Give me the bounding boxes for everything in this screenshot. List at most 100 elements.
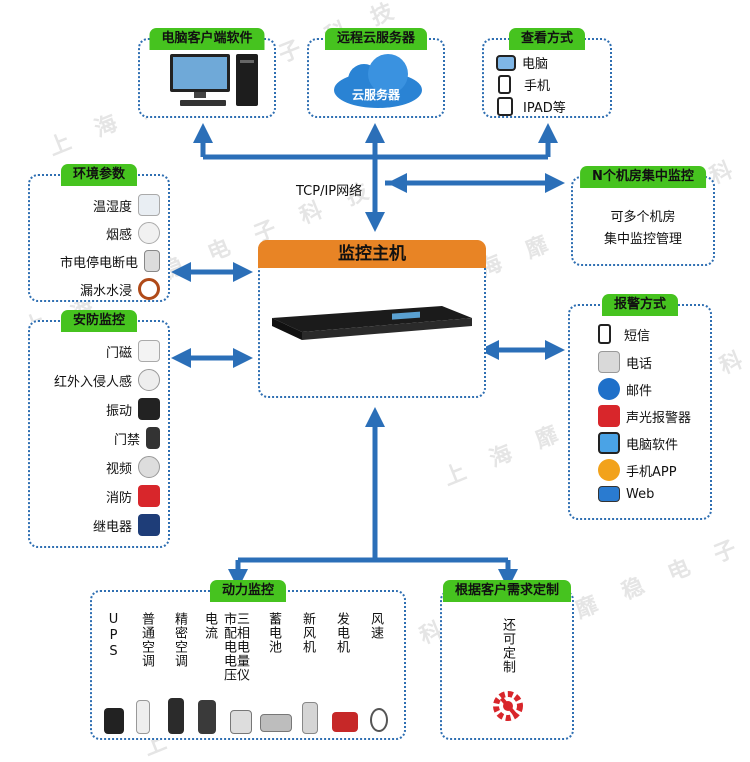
access-control-icon [146, 427, 160, 449]
view-item: 手机 [498, 75, 550, 94]
water-leak-sensor-icon [138, 278, 160, 300]
custom-panel: 根据客户需求定制 还可定制 [440, 580, 574, 740]
vibration-sensor-icon [138, 398, 160, 420]
env-panel: 环境参数 温湿度 烟感 市电停电断电 漏水水浸 [28, 164, 170, 302]
power-panel: 动力监控 UPS 普通空调 精密空调 市配电电压电流 三相电量仪 蓄电池 新风机… [90, 580, 406, 740]
view-title: 查看方式 [508, 28, 586, 50]
battery-icon [260, 714, 292, 732]
power-item-label: 新风机 [300, 612, 315, 654]
alarm-item-label: 手机APP [626, 464, 677, 480]
power-item-label: 发电机 [334, 612, 349, 654]
alarm-item-label: Web [626, 486, 655, 502]
security-item: 继电器 [93, 514, 160, 536]
security-item: 振动 [106, 398, 160, 420]
security-item-label: 门磁 [105, 345, 132, 361]
precision-ac-icon [168, 698, 184, 734]
sms-phone-icon [598, 324, 611, 344]
protocol-label: TCP/IP网络 [296, 184, 363, 199]
multi-line1: 可多个机房 [610, 210, 676, 225]
env-item-label: 烟感 [105, 227, 132, 243]
power-item-label: 蓄电池 [266, 612, 281, 654]
humidity-sensor-icon [138, 194, 160, 216]
env-item-label: 漏水水浸 [79, 283, 132, 299]
cloud-text: 云服务器 [351, 88, 400, 102]
alarm-item-label: 声光报警器 [626, 410, 692, 426]
security-panel: 安防监控 门磁 红外入侵人感 振动 门禁 视频 消防 继电器 [28, 310, 170, 548]
alarm-item: 邮件 [598, 378, 652, 400]
main-title: 监控主机 [258, 240, 486, 268]
power-item-label: 风速 [368, 612, 383, 640]
power-item-label: 市配电电压电流 [202, 612, 236, 682]
alarm-item-label: 短信 [624, 328, 651, 344]
gear-wrench-icon [493, 691, 523, 721]
multi-room-panel: N个机房集中监控 可多个机房 集中监控管理 [571, 166, 715, 266]
power-item-label: UPS [106, 612, 121, 660]
power-item-label: 三相电量仪 [234, 612, 249, 682]
view-item-label: 手机 [524, 79, 551, 94]
power-item-label: 普通空调 [139, 612, 154, 668]
siren-icon [598, 405, 620, 427]
cloud-panel: 远程云服务器 云服务器 [307, 28, 445, 118]
fresh-air-icon [302, 702, 318, 734]
alarm-panel: 报警方式 短信 电话 邮件 声光报警器 电脑软件 手机APP Web [568, 294, 712, 520]
security-item: 消防 [106, 485, 160, 507]
multi-line2: 集中监控管理 [603, 232, 682, 247]
phone-icon [498, 75, 511, 94]
security-item-label: 继电器 [92, 519, 132, 535]
alarm-item: Web [598, 486, 654, 502]
smoke-detector-icon [138, 222, 160, 244]
alarm-item: 短信 [598, 324, 650, 344]
env-item: 市电停电断电 [60, 250, 160, 272]
alarm-item: 电脑软件 [598, 432, 678, 454]
env-item: 烟感 [106, 222, 160, 244]
tablet-icon [497, 97, 513, 116]
security-item-label: 视频 [105, 461, 132, 477]
client-panel: 电脑客户端软件 [138, 28, 276, 118]
env-title: 环境参数 [60, 164, 138, 186]
alarm-item-label: 电脑软件 [626, 437, 679, 453]
env-item: 漏水水浸 [80, 278, 160, 300]
security-item: 门禁 [114, 427, 160, 449]
security-title: 安防监控 [60, 310, 138, 332]
generator-icon [332, 712, 358, 732]
security-item-label: 消防 [105, 490, 132, 506]
view-item-label: 电脑 [522, 57, 549, 72]
power-sensor-icon [144, 250, 160, 272]
power-item-label: 精密空调 [172, 612, 187, 668]
alarm-item: 手机APP [598, 459, 677, 481]
rack-device-icon [272, 306, 472, 340]
security-item: 视频 [106, 456, 160, 478]
computer-icon [170, 54, 258, 106]
alarm-item-label: 电话 [626, 356, 653, 372]
power-title: 动力监控 [209, 580, 287, 602]
mail-icon [598, 378, 620, 400]
alarm-item: 电话 [598, 351, 652, 373]
computer-software-icon [598, 432, 620, 454]
security-item: 红外入侵人感 [54, 369, 160, 391]
env-item: 温湿度 [93, 194, 160, 216]
multi-title: N个机房集中监控 [580, 166, 706, 188]
door-contact-icon [138, 340, 160, 362]
alarm-title: 报警方式 [601, 294, 679, 316]
alarm-item: 声光报警器 [598, 405, 691, 427]
view-item: IPAD等 [497, 97, 566, 116]
cloud-title: 远程云服务器 [324, 28, 428, 50]
three-phase-meter-icon [230, 710, 252, 734]
monitor-icon [496, 54, 516, 71]
anemometer-icon [370, 708, 388, 732]
fire-alarm-icon [138, 485, 160, 507]
relay-icon [138, 514, 160, 536]
telephone-icon [598, 351, 620, 373]
security-item-label: 门禁 [113, 432, 140, 448]
cloud-icon [334, 54, 422, 108]
power-meter-icon [198, 700, 216, 734]
alarm-item-label: 邮件 [626, 383, 653, 399]
env-item-label: 温湿度 [92, 199, 132, 215]
env-item-label: 市电停电断电 [59, 255, 138, 271]
client-title: 电脑客户端软件 [149, 28, 265, 50]
view-item: 电脑 [496, 53, 548, 72]
air-conditioner-icon [136, 700, 150, 734]
ups-icon [104, 708, 124, 734]
security-item-label: 振动 [105, 403, 132, 419]
